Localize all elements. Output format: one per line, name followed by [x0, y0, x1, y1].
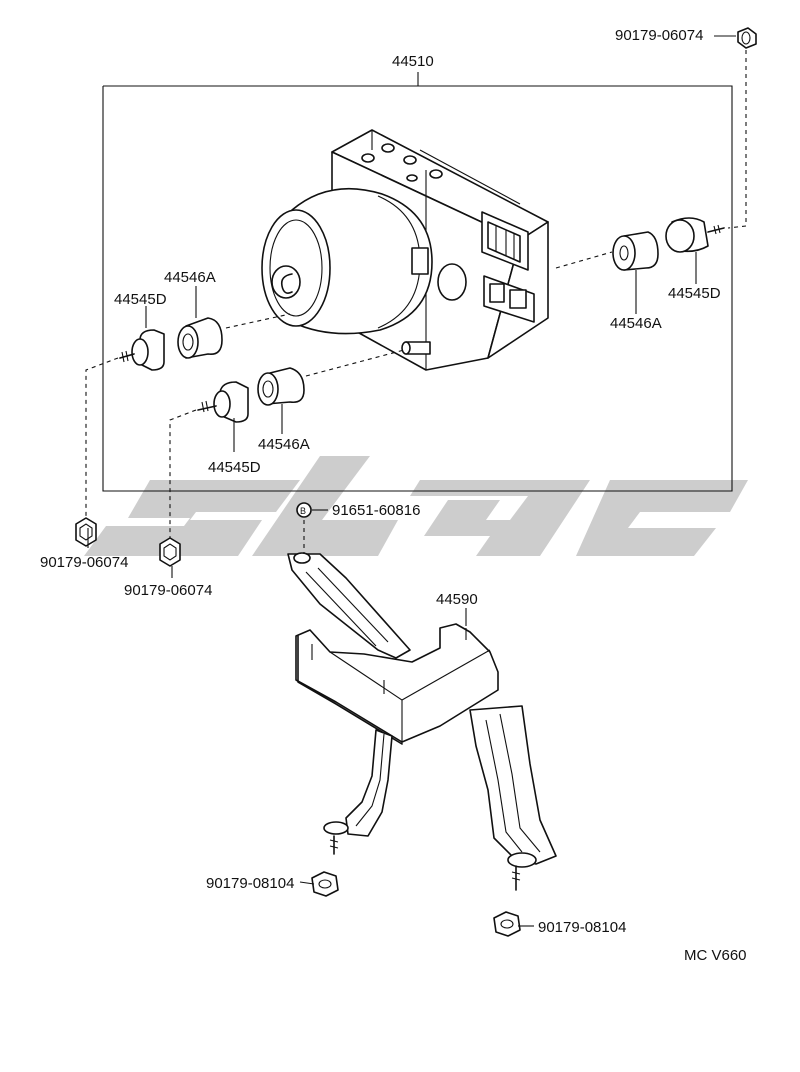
collar-upper-left[interactable] [177, 317, 223, 359]
bolt-left-outer[interactable] [75, 517, 97, 547]
stud-right [511, 865, 521, 891]
stud-left [329, 835, 339, 855]
label-cushion-right[interactable]: 44545D [668, 285, 721, 302]
label-cushion-upper-left[interactable]: 44545D [114, 291, 167, 308]
diagram-code: MC V660 [684, 947, 747, 964]
label-collar-lower-left[interactable]: 44546A [258, 436, 310, 453]
label-bolt-left-inner[interactable]: 90179-06074 [124, 582, 213, 599]
bolt-bottom-left[interactable] [311, 871, 339, 897]
label-bolt-top-right[interactable]: 90179-06074 [615, 27, 704, 44]
bolt-left-inner[interactable] [159, 537, 181, 567]
label-bolt-left-outer[interactable]: 90179-06074 [40, 554, 129, 571]
label-bolt-bottom-right[interactable]: 90179-08104 [538, 919, 627, 936]
svg-text:B: B [300, 506, 306, 516]
label-bolt-bottom-left[interactable]: 90179-08104 [206, 875, 295, 892]
mounting-bracket[interactable] [287, 552, 557, 868]
bolt-bottom-right[interactable] [493, 911, 521, 937]
bolt-top-right[interactable] [737, 27, 757, 49]
label-collar-right[interactable]: 44546A [610, 315, 662, 332]
label-bracket[interactable]: 44590 [436, 591, 478, 608]
leader-lines [87, 35, 736, 927]
washer[interactable]: B [296, 502, 312, 518]
abs-actuator-unit[interactable] [225, 129, 613, 377]
label-washer[interactable]: 91651-60816 [332, 502, 421, 519]
assembly-boundary-box [102, 72, 733, 492]
cushion-lower-left[interactable] [197, 381, 249, 423]
label-collar-upper-left[interactable]: 44546A [164, 269, 216, 286]
label-assembly[interactable]: 44510 [392, 53, 434, 70]
label-cushion-lower-left[interactable]: 44545D [208, 459, 261, 476]
collar-lower-left[interactable] [257, 367, 305, 406]
cushion-upper-left[interactable] [119, 329, 165, 371]
cushion-right[interactable] [665, 217, 725, 253]
watermark-logo [84, 456, 748, 556]
collar-right[interactable] [612, 231, 659, 271]
